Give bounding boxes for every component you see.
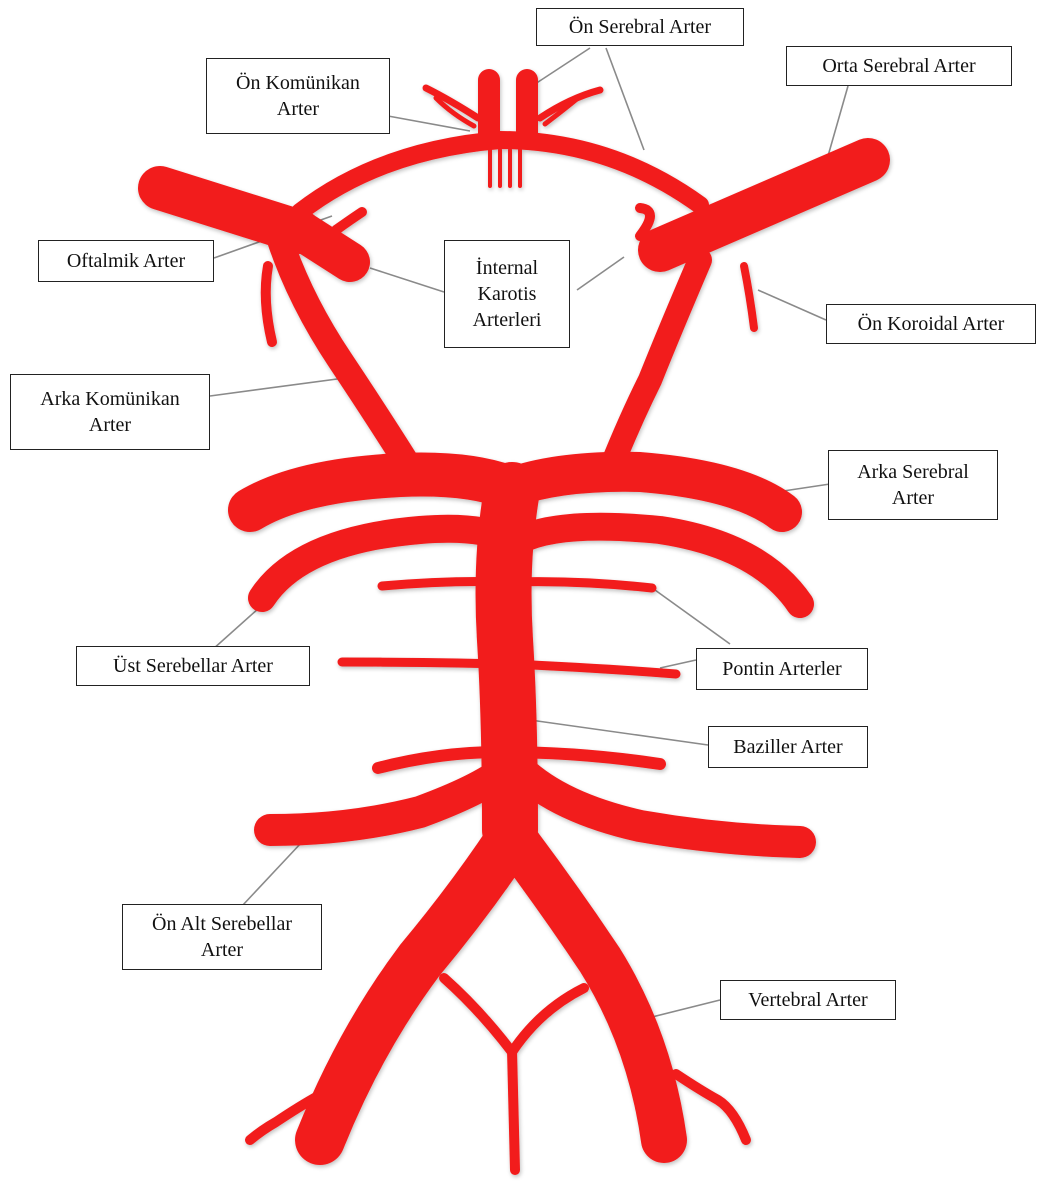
vertebral-artery-left bbox=[320, 840, 510, 1140]
label-internal-carotid: İnternal Karotis Arterleri bbox=[444, 240, 570, 348]
leader-pontine-2 bbox=[660, 660, 696, 668]
label-posterior-communicating: Arka Komünikan Arter bbox=[10, 374, 210, 450]
ophthalmic-branch-left bbox=[266, 266, 272, 342]
ophthalmic-artery bbox=[336, 212, 362, 230]
leader-anterior-inferior-cerebellar bbox=[242, 842, 302, 906]
leader-internal-carotid-right bbox=[577, 257, 624, 290]
superior-cerebellar-artery-right bbox=[520, 527, 800, 604]
label-superior-cerebellar: Üst Serebellar Arter bbox=[76, 646, 310, 686]
leader-pontine-1 bbox=[655, 590, 730, 644]
anterior-spinal-trunk bbox=[512, 1050, 515, 1170]
label-middle-cerebral: Orta Serebral Arter bbox=[786, 46, 1012, 86]
leader-middle-cerebral bbox=[828, 86, 848, 156]
anterior-spinal-artery bbox=[444, 978, 584, 1052]
leader-basilar bbox=[516, 718, 708, 745]
label-anterior-cerebral: Ön Serebral Arter bbox=[536, 8, 744, 46]
vertebral-artery-right bbox=[515, 840, 664, 1140]
leader-anterior-cerebral-1 bbox=[532, 48, 590, 86]
leader-internal-carotid-left bbox=[370, 268, 444, 292]
internal-carotid-right-hook bbox=[640, 208, 650, 236]
posterior-cerebral-artery-left bbox=[250, 475, 510, 510]
leader-anterior-cerebral-2 bbox=[606, 48, 644, 150]
label-posterior-cerebral: Arka Serebral Arter bbox=[828, 450, 998, 520]
posterior-communicating-right bbox=[610, 260, 700, 470]
internal-carotid-left-top bbox=[300, 230, 350, 262]
posterior-cerebral-artery-right bbox=[510, 472, 782, 512]
label-anterior-communicating: Ön Komünikan Arter bbox=[206, 58, 390, 134]
label-ophthalmic: Oftalmik Arter bbox=[38, 240, 214, 282]
label-anterior-choroidal: Ön Koroidal Arter bbox=[826, 304, 1036, 344]
anterior-inferior-cerebellar-artery-left bbox=[270, 770, 505, 830]
anterior-communicating-artery bbox=[490, 150, 520, 186]
leader-anterior-choroidal bbox=[758, 290, 826, 320]
label-anterior-inferior-cerebellar: Ön Alt Serebellar Arter bbox=[122, 904, 322, 970]
label-basilar: Baziller Arter bbox=[708, 726, 868, 768]
anterior-inferior-cerebellar-artery-right bbox=[520, 770, 800, 842]
vertebral-branch-right bbox=[676, 1074, 746, 1140]
middle-cerebral-artery-left bbox=[160, 188, 300, 232]
leader-posterior-communicating bbox=[210, 377, 352, 396]
label-vertebral: Vertebral Arter bbox=[720, 980, 896, 1020]
anterior-choroidal-artery bbox=[744, 266, 754, 328]
label-pontine: Pontin Arterler bbox=[696, 648, 868, 690]
